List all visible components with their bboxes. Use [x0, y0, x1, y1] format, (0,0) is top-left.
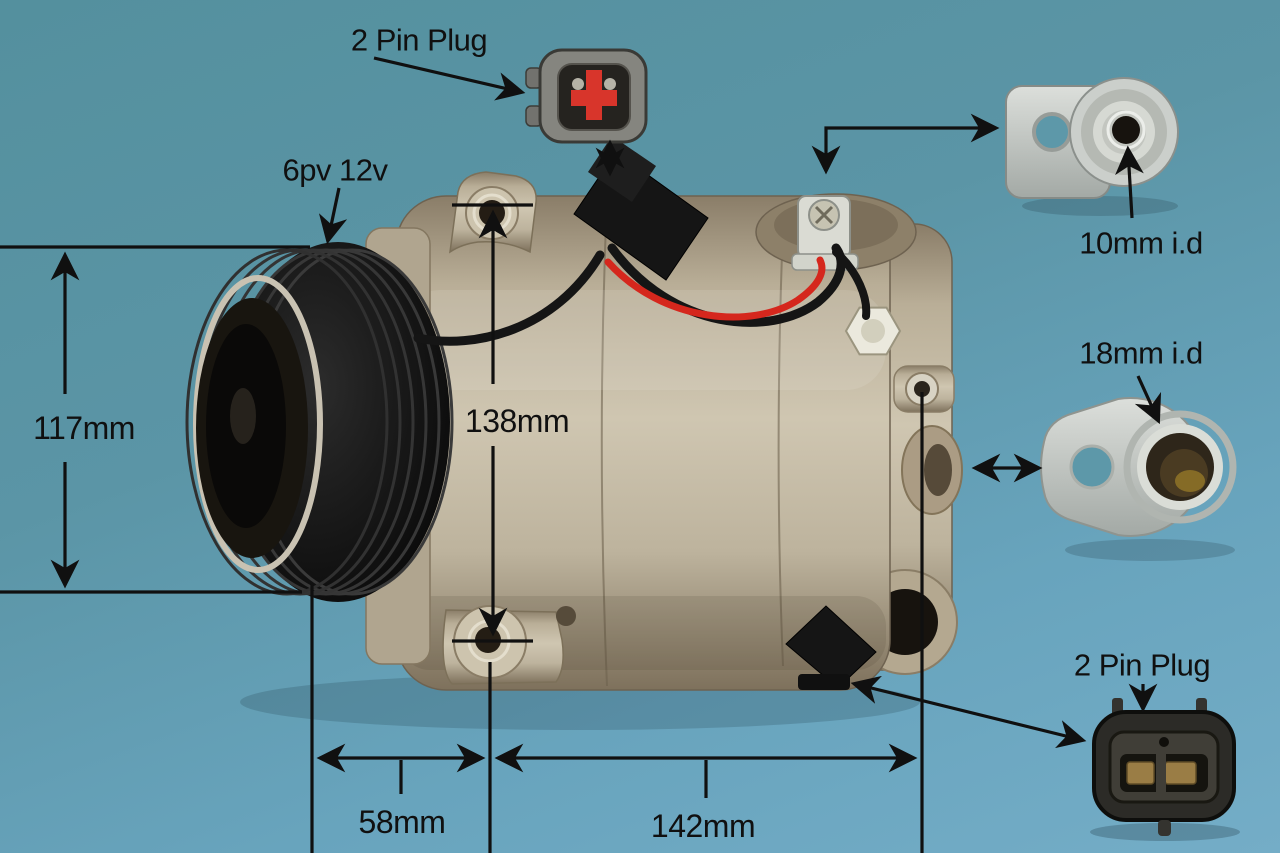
bracket-small-hole [556, 606, 576, 626]
body-seam-2 [777, 225, 784, 667]
fitting-10mm [1005, 77, 1179, 216]
hex-bolt-center [861, 319, 885, 343]
bottom-plug-body [785, 605, 877, 689]
body-length-dimension-label: 142mm [650, 808, 756, 844]
height-dimension-label: 117mm [33, 410, 135, 446]
bottom-mounting-ear [442, 605, 576, 685]
clutch-hub [230, 388, 256, 444]
fitting-bore-glint [1175, 470, 1205, 492]
pulley-rib [185, 248, 389, 596]
red-keyway-horizontal [571, 90, 617, 106]
fitting-bore-10mm [1112, 116, 1140, 144]
connector-divider [1156, 748, 1166, 792]
hex-bolt [844, 306, 902, 356]
compressor [185, 136, 963, 730]
body-seam-1 [600, 199, 608, 687]
pulley-rim [193, 275, 323, 573]
black-wire-loop [607, 243, 846, 327]
top-connector [525, 48, 648, 144]
brass-pin [1126, 761, 1155, 785]
top-connector-label: 2 Pin Plug [350, 22, 488, 58]
large-port-label: 18mm i.d [1079, 335, 1203, 371]
pointer-pulley-label [318, 187, 348, 245]
fitting-boss-ring [1123, 410, 1237, 524]
small-port-label: 10mm i.d [1079, 225, 1203, 261]
bottom-plug-on-compressor [785, 605, 877, 690]
fitting-bolt-hole [1032, 112, 1072, 152]
bottom-connector [1090, 698, 1240, 841]
pulley-spec-label: 6pv 12v [282, 152, 388, 188]
connector-latch-hole [1159, 737, 1169, 747]
screw-cross [814, 205, 834, 225]
bottom-plug-tab [798, 674, 850, 690]
connector-match-arrow-10mm [811, 113, 1000, 175]
annotation-lines [0, 56, 1162, 853]
black-wire-left [413, 250, 605, 346]
pointer-18mm-label [1134, 375, 1162, 425]
pointer-top-plug-label [373, 56, 526, 101]
pulley [185, 242, 454, 602]
bottom-connector-label: 2 Pin Plug [1073, 647, 1211, 683]
suction-port-opening [924, 444, 952, 496]
wiring-harness [413, 243, 871, 346]
rear-lug-hole [914, 381, 930, 397]
connector-tab [1158, 820, 1171, 836]
fitting-bolt-hole [1069, 444, 1115, 490]
connector-pin [572, 78, 584, 90]
brass-pin [1164, 761, 1197, 785]
connector-match-arrow-bottom [850, 675, 1087, 749]
black-wire-down [832, 248, 871, 320]
fitting-shadow [1065, 539, 1235, 561]
fitting-shadow [1022, 196, 1178, 216]
mount-span-dimension-label: 138mm [464, 403, 570, 439]
pointer-10mm-label [1115, 145, 1144, 219]
red-wire [604, 256, 826, 321]
front-length-dimension-label: 58mm [358, 804, 446, 840]
connector-pin [604, 78, 616, 90]
fitting-18mm [1040, 397, 1237, 561]
